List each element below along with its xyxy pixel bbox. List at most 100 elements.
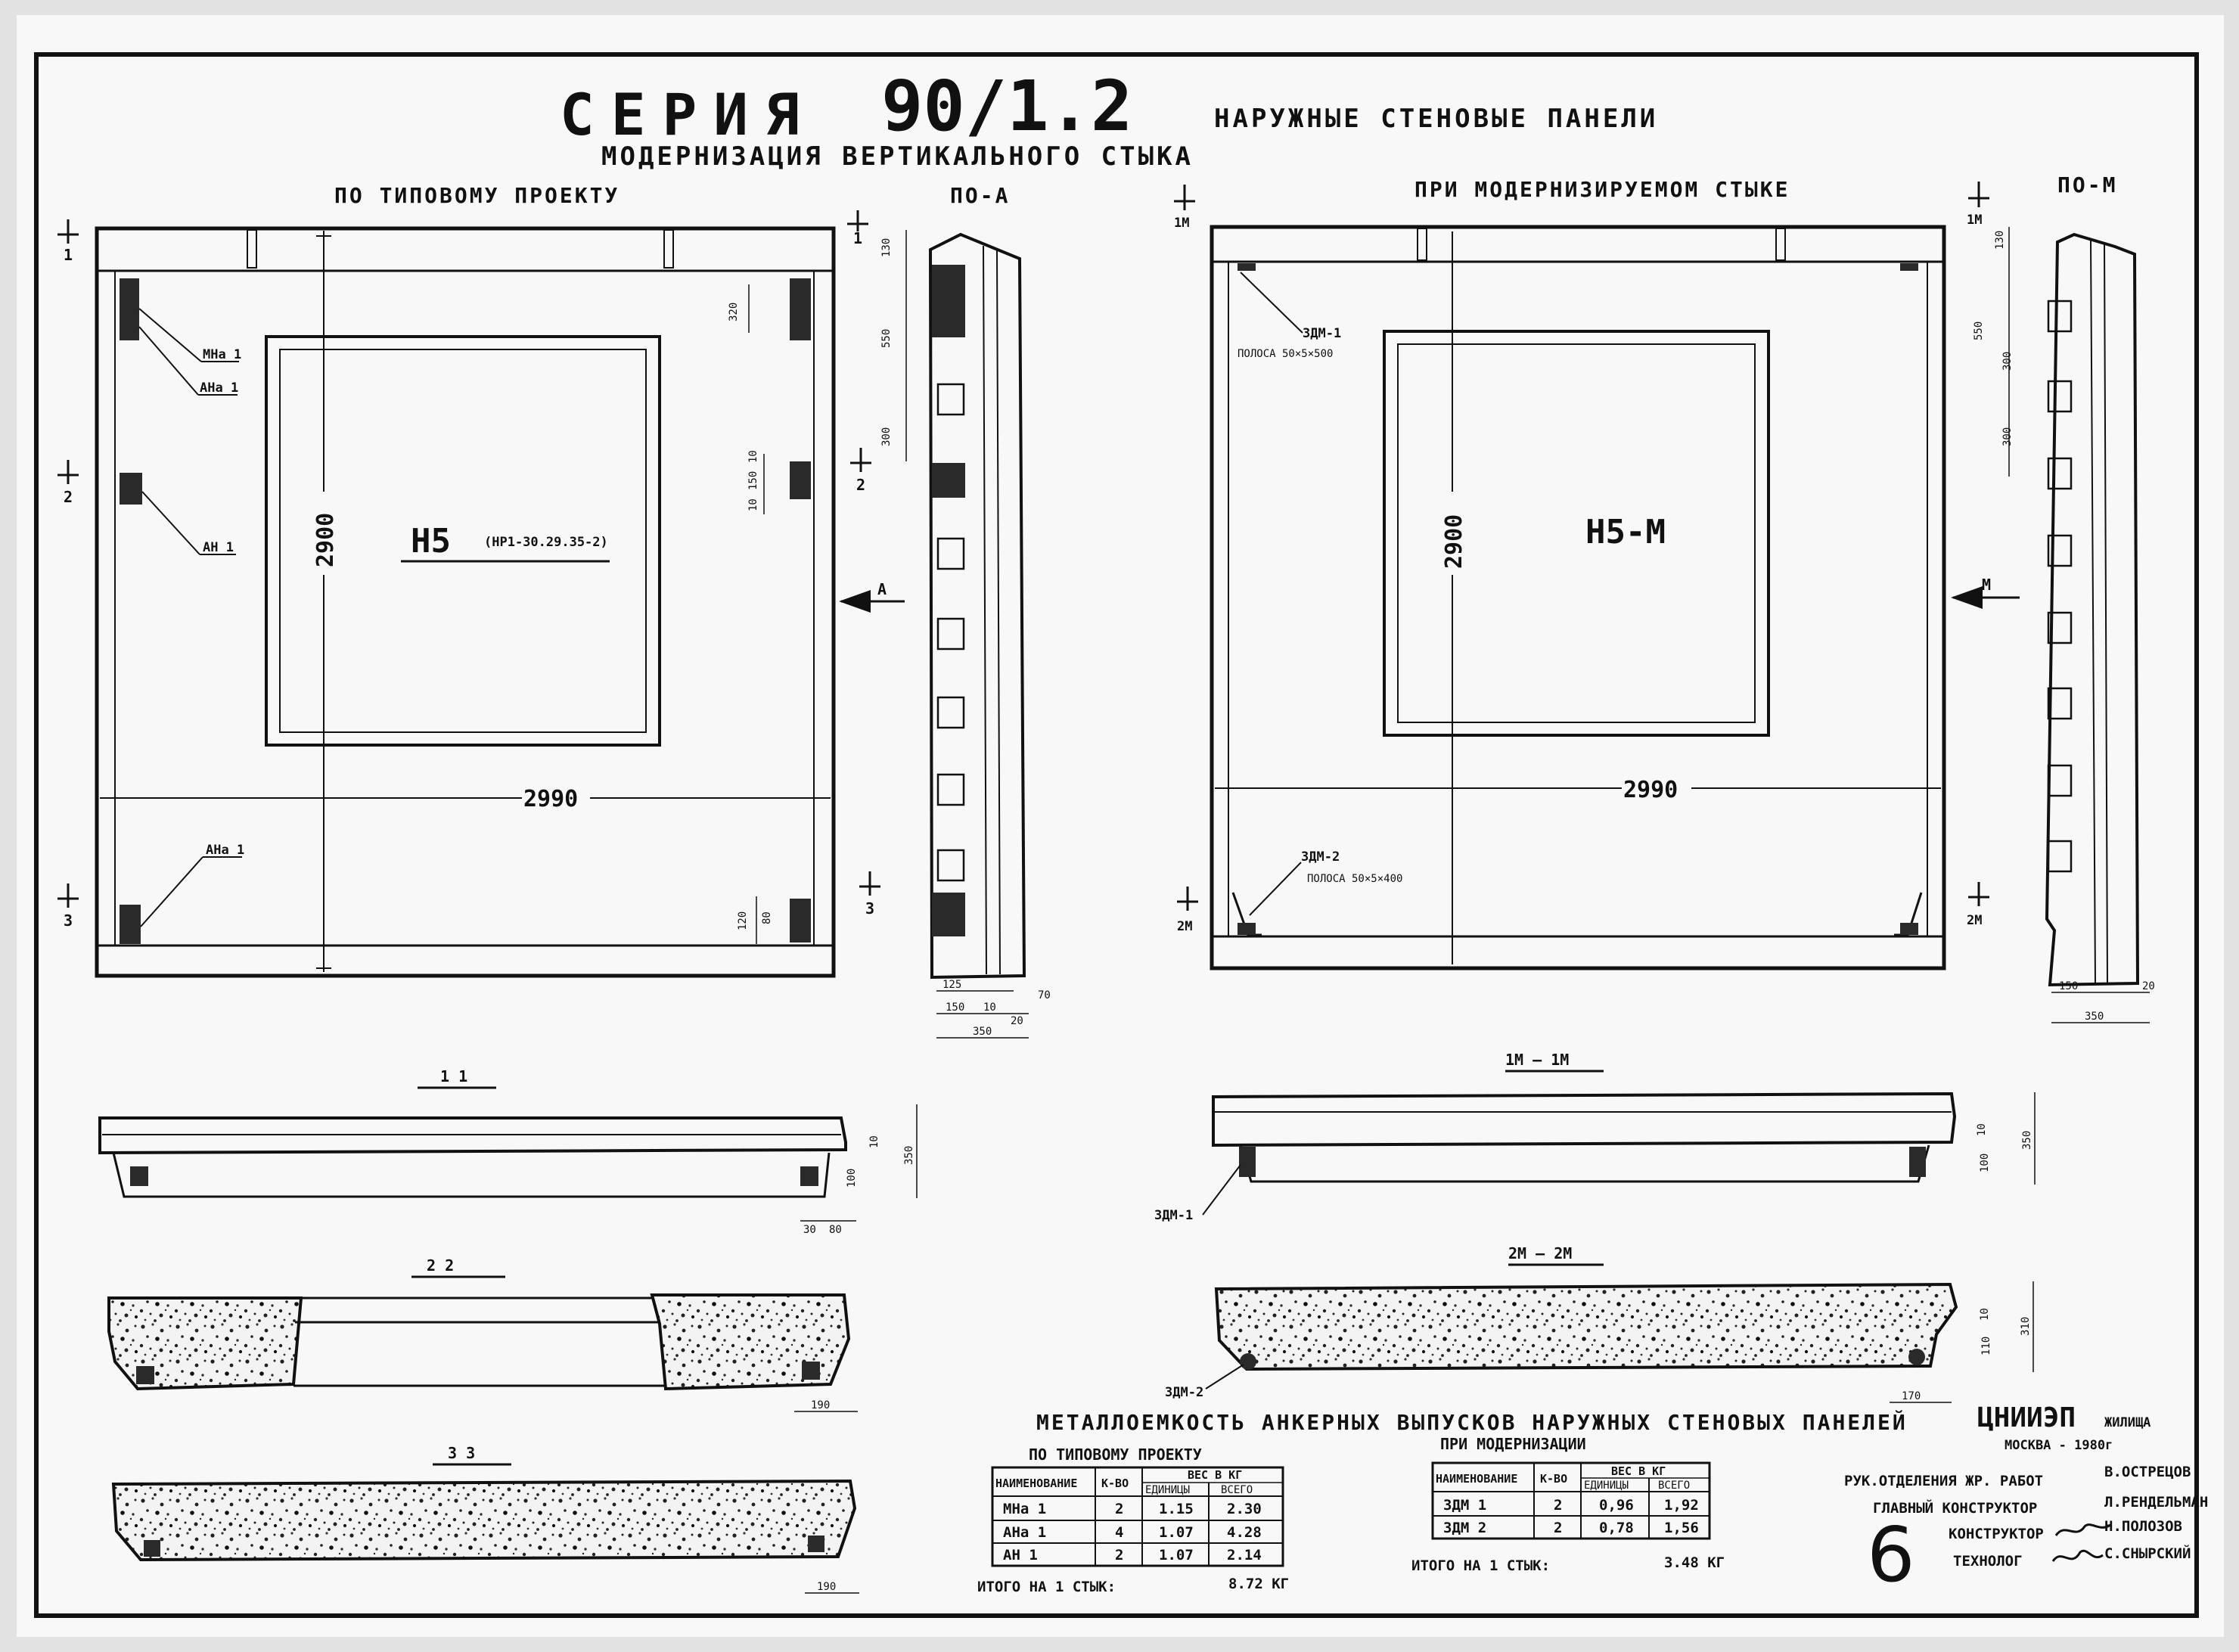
series-title: СЕРИЯ <box>560 81 816 148</box>
label-ana1-top: АНа 1 <box>200 380 238 396</box>
stamp-name-2: Н.ПОЛОЗОВ <box>2104 1518 2182 1535</box>
cut-1m-left: 1М <box>1174 216 1189 231</box>
td-right-1-total: 1,56 <box>1664 1520 1699 1536</box>
stamp-role-2: КОНСТРУКТОР <box>1949 1526 2044 1542</box>
cut-1-right: 1 <box>853 229 862 247</box>
td-left-2-unit: 1.07 <box>1159 1547 1194 1564</box>
s1m-dim-350: 350 <box>2021 1131 2033 1150</box>
sheet-heading: НАРУЖНЫЕ СТЕНОВЫЕ ПАНЕЛИ <box>1214 104 1658 134</box>
td-right-1-qty: 2 <box>1554 1520 1562 1536</box>
td-left-2-total: 2.14 <box>1227 1547 1262 1564</box>
metal-tables: МЕТАЛЛОЕМКОСТЬ АНКЕРНЫХ ВЫПУСКОВ НАРУЖНЫ… <box>977 1409 1908 1595</box>
label-zdm1: ЗДМ-1 <box>1303 326 1341 341</box>
side-dim-300: 300 <box>880 427 893 446</box>
label-an1: АН 1 <box>203 540 234 555</box>
td-right-0-total: 1,92 <box>1664 1497 1699 1514</box>
th-total-left: ВСЕГО <box>1221 1484 1253 1496</box>
section-2m-title: 2М – 2М <box>1508 1244 1572 1262</box>
side-dim-125: 125 <box>942 979 961 991</box>
series-number: 90/1.2 <box>881 66 1132 147</box>
dim-320: 320 <box>728 303 740 321</box>
rside-dim-20: 20 <box>2142 980 2155 992</box>
section-2m-2m: 2М – 2М ЗДМ-2 10 310 110 170 <box>1165 1244 2034 1403</box>
left-height-dim: 2900 <box>312 513 339 567</box>
label-ana1-bottom: АНа 1 <box>206 843 244 858</box>
cut-3-left: 3 <box>64 911 73 930</box>
s11-dim-10: 10 <box>868 1135 880 1148</box>
cut-1m-right: 1М <box>1967 213 1982 228</box>
tables-caption: МЕТАЛЛОЕМКОСТЬ АНКЕРНЫХ ВЫПУСКОВ НАРУЖНЫ… <box>1036 1409 1908 1435</box>
right-panel-elevation: ПРИ МОДЕРНИЗИРУЕМОМ СТЫКЕ 2900 2990 Н5-М… <box>1174 177 2020 970</box>
td-left-1-name: АНа 1 <box>1003 1524 1046 1541</box>
section-1m-title: 1М – 1М <box>1505 1051 1569 1069</box>
s22-dim-190: 190 <box>811 1399 830 1411</box>
section-3-3-title: 3 3 <box>448 1444 475 1462</box>
section-2-2-title: 2 2 <box>427 1256 454 1275</box>
section-1-1-title: 1 1 <box>440 1067 467 1085</box>
label-zdm2: ЗДМ-2 <box>1301 849 1340 865</box>
stamp-org: ЦНИИЭП <box>1977 1402 2076 1433</box>
stamp-name-1: Л.РЕНДЕЛЬМАН <box>2104 1494 2208 1511</box>
td-left-2-qty: 2 <box>1115 1547 1123 1564</box>
left-side-caption: ПО-А <box>950 183 1010 208</box>
view-arrow-m: М <box>1982 576 1991 594</box>
td-left-0-name: МНа 1 <box>1003 1501 1046 1517</box>
section-1m-1m: 1М – 1М ЗДМ-1 10 350 100 <box>1154 1051 2036 1223</box>
td-left-2-name: АН 1 <box>1003 1547 1038 1564</box>
label-zdm2-note: ПОЛОСА 50×5×400 <box>1307 873 1402 885</box>
s11-dim-80: 80 <box>829 1224 842 1236</box>
s11-dim-30: 30 <box>803 1224 816 1236</box>
th-qty-right: К-ВО <box>1540 1472 1567 1486</box>
th-name-right: НАИМЕНОВАНИЕ <box>1436 1472 1517 1486</box>
side-dim-550: 550 <box>880 329 893 348</box>
side-dim-350: 350 <box>973 1026 992 1038</box>
right-height-dim: 2900 <box>1441 514 1467 569</box>
rside-dim-130: 130 <box>1994 231 2006 250</box>
table-left: НАИМЕНОВАНИЕ К-ВО ВЕС В КГ ЕДИНИЦЫ ВСЕГО… <box>977 1466 1289 1595</box>
td-left-0-qty: 2 <box>1115 1501 1123 1517</box>
dim-150: 150 <box>747 471 759 490</box>
stamp-role-0: РУК.ОТДЕЛЕНИЯ ЖР. РАБОТ <box>1844 1473 2043 1489</box>
th-qty-left: К-ВО <box>1101 1477 1129 1490</box>
left-panel-elevation: ПО ТИПОВОМУ ПРОЕКТУ 2900 2990 <box>57 183 905 978</box>
sheet-frame <box>34 52 2199 1618</box>
section-3-3: 3 3 190 <box>111 1444 859 1594</box>
left-panel-mark: Н5 <box>411 522 451 560</box>
side-dim-130: 130 <box>880 238 893 257</box>
view-arrow-a: А <box>877 580 887 598</box>
s2m-dim-10: 10 <box>1979 1308 1991 1321</box>
sheet-number: 6 <box>1867 1511 1915 1599</box>
th-weight-left: ВЕС В КГ <box>1188 1468 1242 1482</box>
side-dim-150: 150 <box>946 1001 964 1014</box>
cut-1-left: 1 <box>64 246 73 264</box>
label-mna1: МНа 1 <box>203 347 241 362</box>
section-1-1: 1 1 10 350 100 30 80 <box>98 1067 918 1236</box>
section-2-2: 2 2 190 <box>107 1256 858 1412</box>
signature-mark-2 <box>2051 1549 2104 1562</box>
title-stamp: ЦНИИЭП ЖИЛИЩА МОСКВА - 1980г 6 РУК.ОТДЕЛ… <box>1844 1402 2208 1599</box>
rside-dim-350: 350 <box>2085 1011 2104 1023</box>
td-left-1-total: 4.28 <box>1227 1524 1262 1541</box>
th-unit-right: ЕДИНИЦЫ <box>1584 1480 1629 1492</box>
left-total-value: 8.72 КГ <box>1228 1576 1289 1592</box>
right-panel-mark: Н5-М <box>1585 513 1666 551</box>
side-dim-10: 10 <box>983 1001 996 1014</box>
label-zdm1-note: ПОЛОСА 50×5×500 <box>1238 348 1333 360</box>
rside-dim-550: 550 <box>1973 321 1985 340</box>
stamp-org-suffix: ЖИЛИЩА <box>2104 1415 2150 1430</box>
rside-dim-300a: 300 <box>2001 352 2014 371</box>
s2m-dim-310: 310 <box>2020 1317 2032 1336</box>
stamp-name-3: С.СНЫРСКИЙ <box>2104 1545 2191 1562</box>
td-right-0-unit: 0,96 <box>1599 1497 1634 1514</box>
th-weight-right: ВЕС В КГ <box>1611 1464 1666 1478</box>
s11-dim-350: 350 <box>903 1146 915 1165</box>
rside-dim-300b: 300 <box>2001 427 2014 446</box>
table-right-caption: ПРИ МОДЕРНИЗАЦИИ <box>1440 1435 1586 1453</box>
dim-10a: 10 <box>747 450 759 463</box>
dim-10b: 10 <box>747 498 759 511</box>
side-dim-20: 20 <box>1011 1015 1023 1027</box>
dim-80: 80 <box>761 911 773 924</box>
s11-dim-100: 100 <box>846 1169 858 1188</box>
cut-2m-right: 2М <box>1967 913 1982 928</box>
right-total-label: ИТОГО НА 1 СТЫК: <box>1411 1557 1550 1574</box>
